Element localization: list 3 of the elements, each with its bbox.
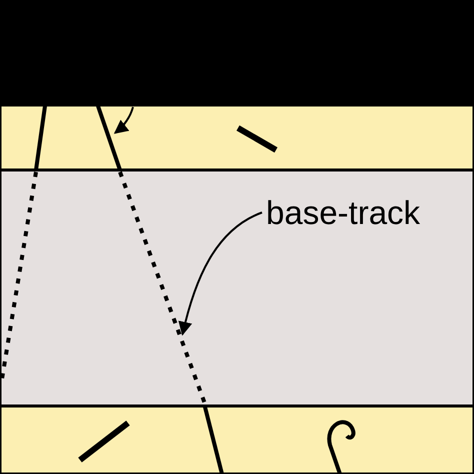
track-label: base-track bbox=[266, 196, 420, 229]
leader-line bbox=[178, 212, 262, 336]
dotted-track bbox=[118, 171, 207, 405]
